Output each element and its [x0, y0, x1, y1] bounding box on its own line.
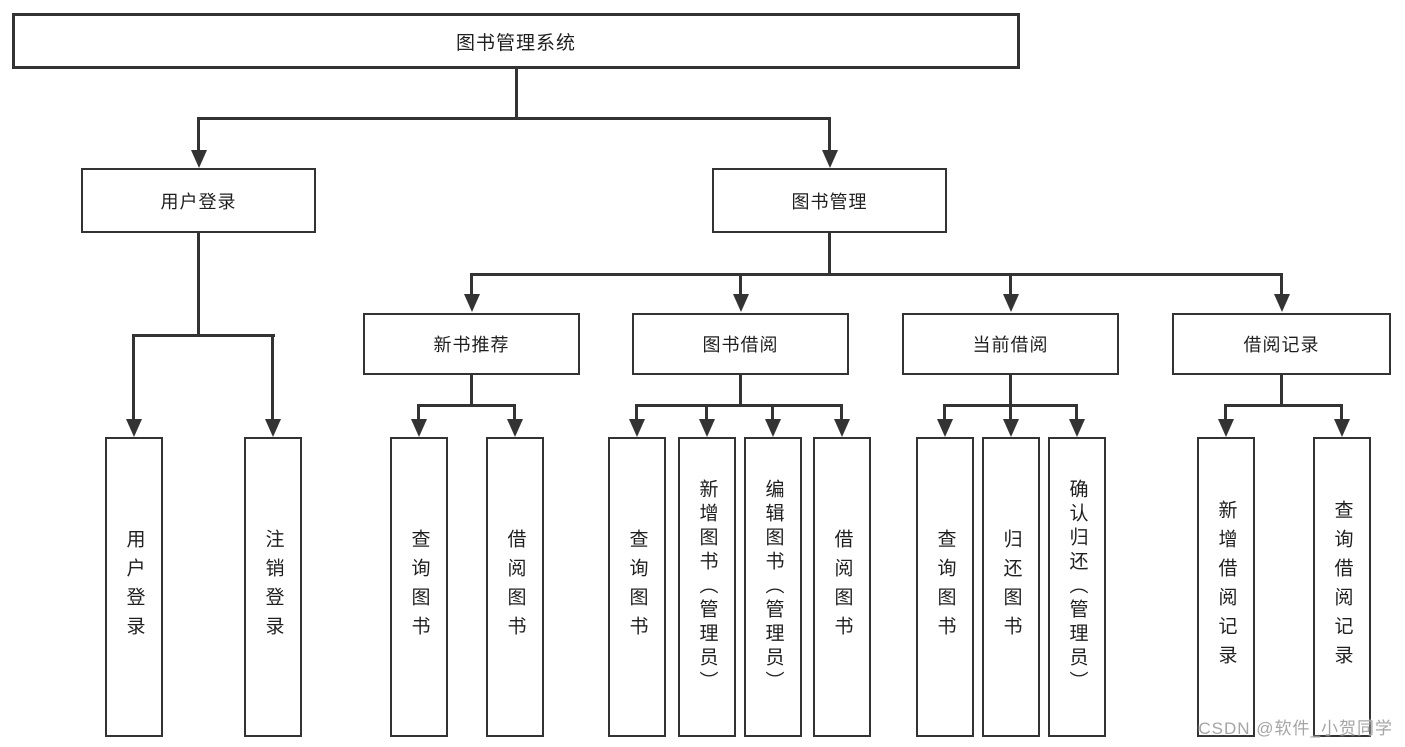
connector-vline — [828, 117, 831, 153]
leaf-borrow-book-2-label: 借阅图书 — [831, 529, 853, 645]
arrowhead-down-icon — [834, 419, 850, 437]
node-new-book-recommend-label: 新书推荐 — [433, 335, 510, 355]
leaf-logout-login-label: 注销登录 — [262, 529, 284, 645]
leaf-query-borrow-record-label: 查询借阅记录 — [1331, 500, 1353, 674]
leaf-query-book-2-label: 查询图书 — [626, 529, 648, 645]
connector-hline — [418, 404, 516, 407]
leaf-add-borrow-record-label: 新增借阅记录 — [1215, 500, 1237, 674]
connector-vline — [635, 404, 638, 420]
connector-vline — [828, 232, 831, 276]
leaf-add-book-admin-label: 新增图书（管理员） — [696, 479, 718, 695]
node-book-management-label: 图书管理 — [791, 191, 868, 212]
node-borrow-record: 借阅记录 — [1172, 313, 1391, 375]
arrowhead-down-icon — [699, 419, 715, 437]
leaf-query-book-3: 查询图书 — [916, 437, 974, 737]
connector-vline — [271, 334, 274, 420]
leaf-logout-login: 注销登录 — [244, 437, 302, 737]
connector-vline — [197, 117, 200, 153]
leaf-edit-book-admin: 编辑图书（管理员） — [744, 437, 802, 737]
arrowhead-down-icon — [1218, 419, 1234, 437]
arrowhead-down-icon — [411, 419, 427, 437]
leaf-query-book-2: 查询图书 — [608, 437, 666, 737]
connector-vline — [840, 404, 843, 420]
connector-vline — [1280, 375, 1283, 407]
arrowhead-down-icon — [265, 419, 281, 437]
connector-vline — [470, 375, 473, 407]
leaf-return-book: 归还图书 — [982, 437, 1040, 737]
leaf-query-book-1: 查询图书 — [390, 437, 448, 737]
connector-vline — [1009, 273, 1012, 295]
connector-vline — [1340, 404, 1343, 420]
leaf-edit-book-admin-label: 编辑图书（管理员） — [762, 479, 784, 695]
connector-hline — [197, 117, 831, 120]
connector-vline — [513, 404, 516, 420]
connector-vline — [1009, 404, 1012, 420]
arrowhead-down-icon — [507, 419, 523, 437]
connector-vline — [771, 404, 774, 420]
connector-vline — [1009, 375, 1012, 407]
node-book-management: 图书管理 — [712, 168, 947, 233]
node-book-borrow: 图书借阅 — [632, 313, 849, 375]
connector-vline — [417, 404, 420, 420]
leaf-query-borrow-record: 查询借阅记录 — [1313, 437, 1371, 737]
arrowhead-down-icon — [126, 419, 142, 437]
leaf-query-book-1-label: 查询图书 — [408, 529, 430, 645]
arrowhead-down-icon — [1003, 419, 1019, 437]
watermark: CSDN @软件_小贺同学 — [1198, 719, 1393, 738]
leaf-user-login: 用户登录 — [105, 437, 163, 737]
arrowhead-down-icon — [1069, 419, 1085, 437]
node-user-login: 用户登录 — [81, 168, 316, 233]
leaf-add-book-admin: 新增图书（管理员） — [678, 437, 736, 737]
node-borrow-record-label: 借阅记录 — [1243, 335, 1320, 355]
leaf-add-borrow-record: 新增借阅记录 — [1197, 437, 1255, 737]
connector-vline — [132, 334, 135, 420]
connector-vline — [197, 232, 200, 337]
connector-hline — [470, 273, 1283, 276]
connector-hline — [132, 334, 275, 337]
arrowhead-down-icon — [1003, 294, 1019, 312]
leaf-return-book-label: 归还图书 — [1000, 529, 1022, 645]
connector-vline — [1075, 404, 1078, 420]
connector-vline — [1224, 404, 1227, 420]
connector-vline — [739, 273, 742, 295]
leaf-query-book-3-label: 查询图书 — [934, 529, 956, 645]
node-new-book-recommend: 新书推荐 — [363, 313, 580, 375]
leaf-borrow-book-2: 借阅图书 — [813, 437, 871, 737]
node-user-login-label: 用户登录 — [160, 191, 237, 212]
leaf-borrow-book-1-label: 借阅图书 — [504, 529, 526, 645]
arrowhead-down-icon — [1274, 294, 1290, 312]
node-book-borrow-label: 图书借阅 — [702, 335, 779, 355]
arrowhead-down-icon — [191, 150, 207, 168]
arrowhead-down-icon — [629, 419, 645, 437]
arrowhead-down-icon — [1334, 419, 1350, 437]
leaf-user-login-label: 用户登录 — [123, 529, 145, 645]
node-root: 图书管理系统 — [12, 13, 1020, 69]
arrowhead-down-icon — [937, 419, 953, 437]
connector-vline — [470, 273, 473, 295]
leaf-borrow-book-1: 借阅图书 — [486, 437, 544, 737]
connector-vline — [739, 375, 742, 407]
connector-vline — [705, 404, 708, 420]
connector-vline — [1280, 273, 1283, 295]
connector-hline — [635, 404, 842, 407]
leaf-confirm-return-admin: 确认归还（管理员） — [1048, 437, 1106, 737]
node-current-borrow-label: 当前借阅 — [972, 335, 1049, 355]
node-root-label: 图书管理系统 — [455, 32, 576, 54]
arrowhead-down-icon — [464, 294, 480, 312]
connector-vline — [515, 68, 518, 120]
arrowhead-down-icon — [765, 419, 781, 437]
leaf-confirm-return-admin-label: 确认归还（管理员） — [1066, 479, 1088, 695]
node-current-borrow: 当前借阅 — [902, 313, 1119, 375]
arrowhead-down-icon — [733, 294, 749, 312]
arrowhead-down-icon — [822, 150, 838, 168]
connector-hline — [1224, 404, 1342, 407]
connector-vline — [943, 404, 946, 420]
